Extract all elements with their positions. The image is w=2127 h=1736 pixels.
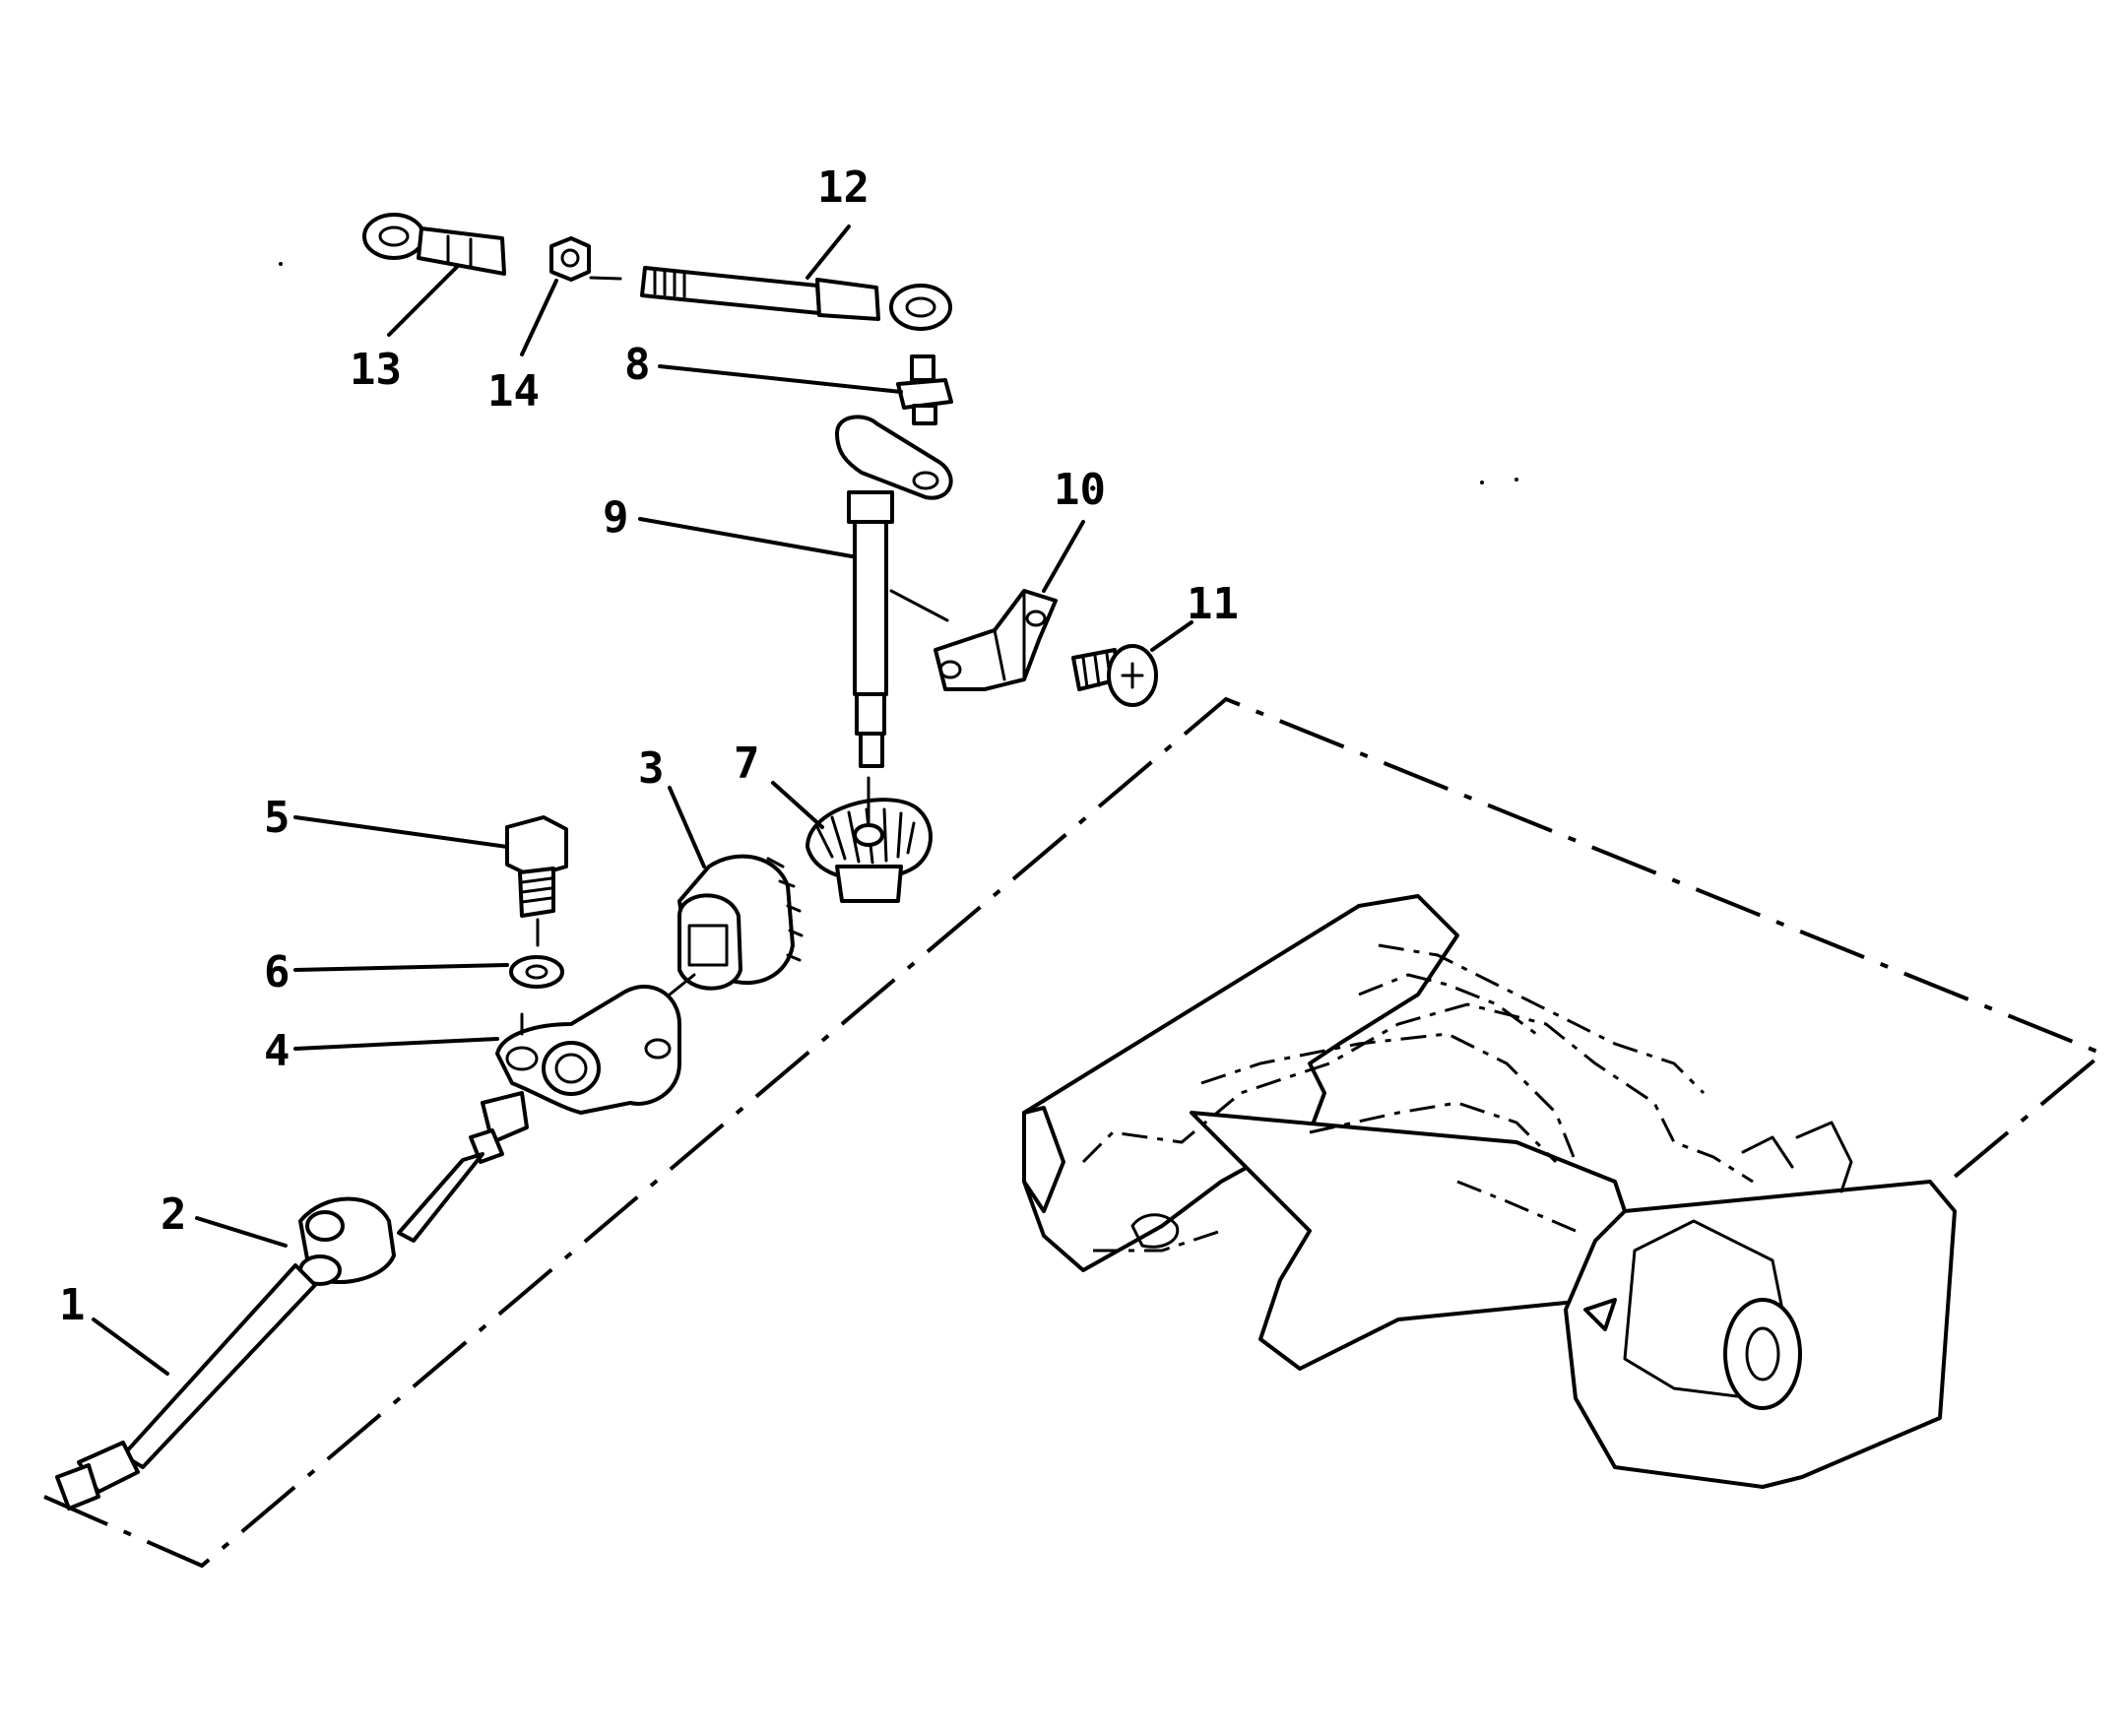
leader-13	[387, 264, 460, 337]
leader-5	[293, 815, 509, 849]
leader-lines	[92, 225, 1193, 1376]
callout-2: 2	[161, 1189, 187, 1240]
gear-housing	[1022, 894, 1957, 1489]
part-13-rod-end	[362, 213, 506, 276]
callout-6: 6	[264, 947, 290, 997]
part-5-bolt	[505, 815, 568, 947]
leader-7	[771, 781, 824, 829]
leader-8	[658, 364, 903, 394]
part-11-screw	[1071, 644, 1158, 707]
callout-10: 10	[1054, 465, 1106, 515]
callout-8: 8	[624, 340, 651, 390]
callout-3: 3	[638, 743, 665, 794]
callout-9: 9	[603, 492, 629, 543]
part-12-rod	[589, 266, 952, 331]
part-9-shaft	[835, 415, 953, 768]
callout-5: 5	[264, 793, 290, 843]
leader-3	[668, 786, 706, 868]
callout-4: 4	[264, 1026, 290, 1076]
part-1-2-driveshaft	[55, 1091, 529, 1511]
callout-1: 1	[59, 1280, 86, 1330]
leader-11	[1150, 620, 1193, 652]
leader-12	[806, 225, 851, 280]
leader-9	[638, 517, 854, 558]
leader-14	[520, 279, 558, 356]
part-8-nut	[896, 354, 953, 425]
callout-13: 13	[350, 345, 402, 395]
leader-10	[1042, 520, 1085, 593]
callout-labels: 1 2 3 4 5 6 7 8 9 10 11 12 13 14	[59, 162, 1239, 1330]
callout-7: 7	[734, 739, 760, 789]
assembly-outline	[43, 696, 2106, 1569]
part-7-bevel-gear	[806, 776, 933, 903]
callout-11: 11	[1187, 579, 1239, 629]
leader-2	[195, 1216, 288, 1248]
part-4-housing	[495, 973, 696, 1115]
callout-12: 12	[817, 162, 870, 213]
callout-14: 14	[487, 366, 540, 417]
part-14-nut	[549, 236, 591, 282]
leader-1	[92, 1318, 169, 1376]
leader-6	[293, 963, 509, 972]
part-10-bracket	[889, 589, 1058, 691]
leader-4	[293, 1037, 499, 1051]
part-6-washer	[509, 955, 564, 989]
part-3-sleeve-gear	[677, 854, 804, 991]
scan-specks	[279, 262, 1518, 484]
